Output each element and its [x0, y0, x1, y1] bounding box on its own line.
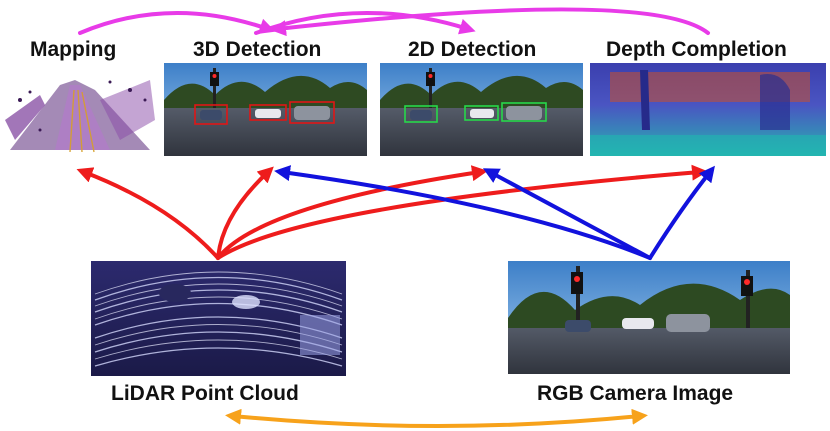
lidar-point-cloud-title: LiDAR Point Cloud	[111, 382, 299, 405]
lidar-to-task-arrows	[76, 164, 708, 260]
2d-detection-title: 2D Detection	[408, 38, 537, 61]
depth-completion-title: Depth Completion	[606, 38, 787, 61]
rgb-camera-image	[508, 261, 790, 374]
rgb-camera-image-title: RGB Camera Image	[537, 382, 734, 405]
3d-detection-title: 3D Detection	[193, 38, 322, 61]
depth-completion-image	[590, 63, 826, 156]
mapping-title: Mapping	[30, 38, 117, 61]
2d-detection-image	[380, 63, 583, 156]
3d-detection-image	[164, 63, 367, 156]
mapping-image	[2, 65, 157, 159]
task-relation-arrows	[78, 7, 710, 37]
camera-to-task-arrows	[274, 165, 715, 260]
lidar-point-cloud-image	[91, 261, 346, 376]
fusion-arrow	[225, 408, 648, 428]
